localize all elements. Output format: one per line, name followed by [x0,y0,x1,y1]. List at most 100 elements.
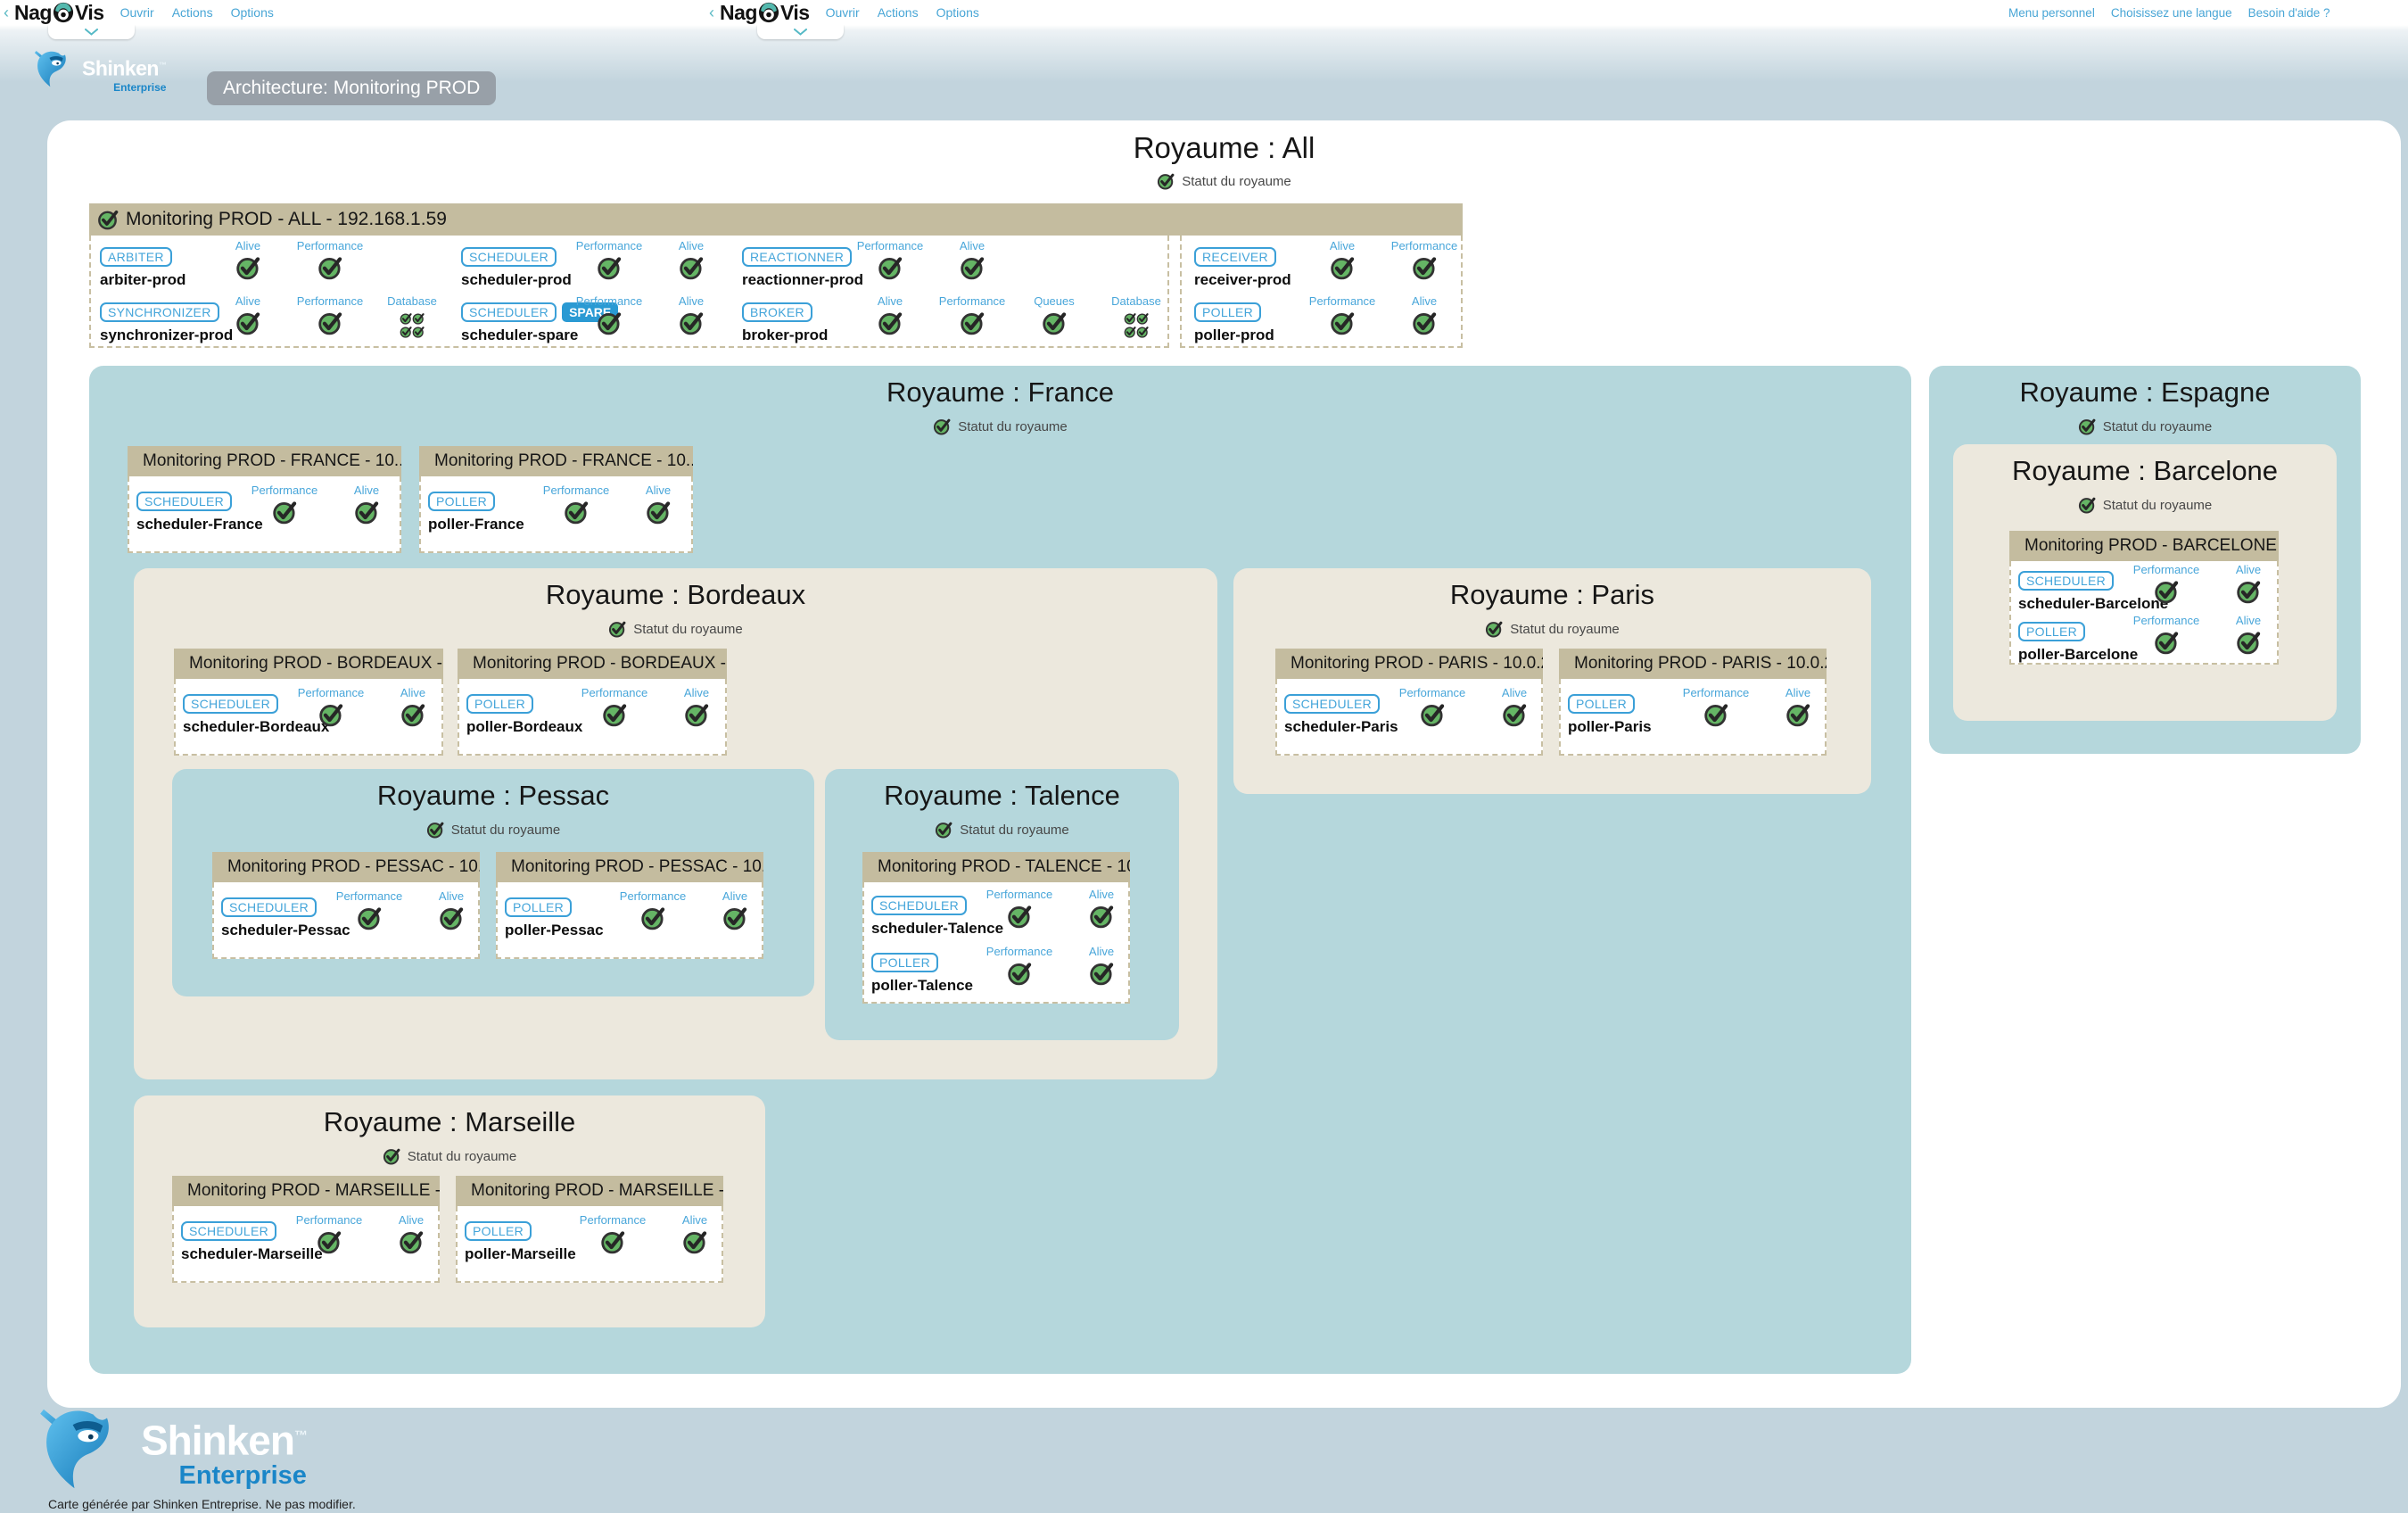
monitor-header[interactable]: Monitoring PROD - FRANCE - 10.... [128,446,401,476]
status-check-icon[interactable] [1330,310,1355,335]
nagvis-logo[interactable]: Nag Vis [14,1,104,25]
status-check-icon[interactable] [684,702,709,727]
node-type-badge[interactable]: POLLER [428,492,496,511]
monitor-header[interactable]: Monitoring PROD - MARSEILLE - ... [456,1176,723,1206]
status-check-icon[interactable] [1007,961,1032,986]
status-check-icon[interactable] [960,255,985,280]
node-type-badge[interactable]: SCHEDULER [461,302,557,322]
status-check-icon[interactable] [1785,702,1810,727]
status-check-icon[interactable] [235,310,260,335]
status-check-icon[interactable] [679,310,704,335]
header-collapse-tab[interactable] [48,25,135,39]
monitor-header[interactable]: Monitoring PROD - BARCELONE -... [2009,531,2279,561]
realm-status-ok-icon[interactable] [1485,620,1503,638]
status-check-icon[interactable] [597,310,622,335]
node-type-badge[interactable]: SCHEDULER [183,694,279,714]
status-check-icon[interactable] [597,255,622,280]
status-check-icon[interactable] [318,702,343,727]
status-check-icon[interactable] [400,702,425,727]
realm-status-ok-icon[interactable] [2078,496,2096,514]
menu-ouvrir[interactable]: Ouvrir [825,5,860,20]
node-type-badge[interactable]: POLLER [465,1221,532,1241]
status-check-icon[interactable] [1089,904,1114,929]
status-check-icon[interactable] [235,255,260,280]
menu-langue[interactable]: Choisissez une langue [2110,5,2232,20]
realm-status-ok-icon[interactable] [935,821,952,839]
status-check-icon[interactable] [878,310,903,335]
status-check-icon[interactable] [682,1229,707,1254]
monitor-header[interactable]: Monitoring PROD - FRANCE - 10.... [419,446,693,476]
node-type-badge[interactable]: POLLER [505,897,573,917]
monitor-header[interactable]: Monitoring PROD - MARSEILLE - ... [172,1176,440,1206]
realm-status-ok-icon[interactable] [426,821,444,839]
status-check-icon[interactable] [317,1229,342,1254]
realm-status-ok-icon[interactable] [933,418,951,435]
menu-options[interactable]: Options [936,5,979,20]
realm-status-ok-icon[interactable] [2078,418,2096,435]
node-type-badge[interactable]: REACTIONNER [742,247,853,267]
menu-ouvrir[interactable]: Ouvrir [120,5,154,20]
monitor-header[interactable]: Monitoring PROD - ALL - 192.168.1.59 [89,203,1463,236]
status-check-icon[interactable] [602,702,627,727]
status-check-icon[interactable] [317,255,342,280]
status-check-icon[interactable] [722,905,747,930]
status-check-icon[interactable] [960,310,985,335]
monitor-header[interactable]: Monitoring PROD - PESSAC - 10.0... [212,852,480,882]
node-type-badge[interactable]: POLLER [2018,622,2086,641]
database-status-grid[interactable] [400,311,425,338]
status-check-icon[interactable] [1502,702,1527,727]
status-check-icon[interactable] [1089,961,1114,986]
status-check-icon[interactable] [646,500,671,525]
node-type-badge[interactable]: POLLER [1568,694,1636,714]
status-check-icon[interactable] [600,1229,625,1254]
status-check-icon[interactable] [1007,904,1032,929]
node-type-badge[interactable]: SCHEDULER [221,897,317,917]
menu-aide[interactable]: Besoin d'aide ? [2247,5,2330,20]
node-type-badge[interactable]: SCHEDULER [181,1221,277,1241]
status-check-icon[interactable] [2236,579,2261,604]
collapse-right-icon[interactable]: ‹ [709,4,714,21]
node-type-badge[interactable]: SCHEDULER [136,492,233,511]
status-check-icon[interactable] [2154,630,2179,655]
menu-personnel[interactable]: Menu personnel [2008,5,2095,20]
status-check-icon[interactable] [439,905,464,930]
status-check-icon[interactable] [2154,579,2179,604]
monitor-header[interactable]: Monitoring PROD - BORDEAUX - ... [174,649,443,679]
monitor-header[interactable]: Monitoring PROD - PARIS - 10.0.2.1 [1275,649,1543,679]
monitor-header[interactable]: Monitoring PROD - TALENCE - 10... [862,852,1130,882]
status-check-icon[interactable] [317,310,342,335]
node-type-badge[interactable]: ARBITER [100,247,172,267]
node-type-badge[interactable]: SCHEDULER [461,247,557,267]
menu-options[interactable]: Options [230,5,274,20]
node-type-badge[interactable]: BROKER [742,302,812,322]
monitor-header[interactable]: Monitoring PROD - PARIS - 10.0.2.2 [1559,649,1827,679]
status-check-icon[interactable] [272,500,297,525]
status-check-icon[interactable] [2236,630,2261,655]
header-collapse-tab-2[interactable] [757,25,844,39]
status-check-icon[interactable] [1412,310,1437,335]
status-check-icon[interactable] [878,255,903,280]
status-check-icon[interactable] [1330,255,1355,280]
database-status-grid[interactable] [1124,311,1149,338]
node-type-badge[interactable]: SCHEDULER [871,896,968,915]
node-type-badge[interactable]: SCHEDULER [2018,571,2115,591]
collapse-left-icon[interactable]: ‹ [4,4,9,21]
status-check-icon[interactable] [1412,255,1437,280]
